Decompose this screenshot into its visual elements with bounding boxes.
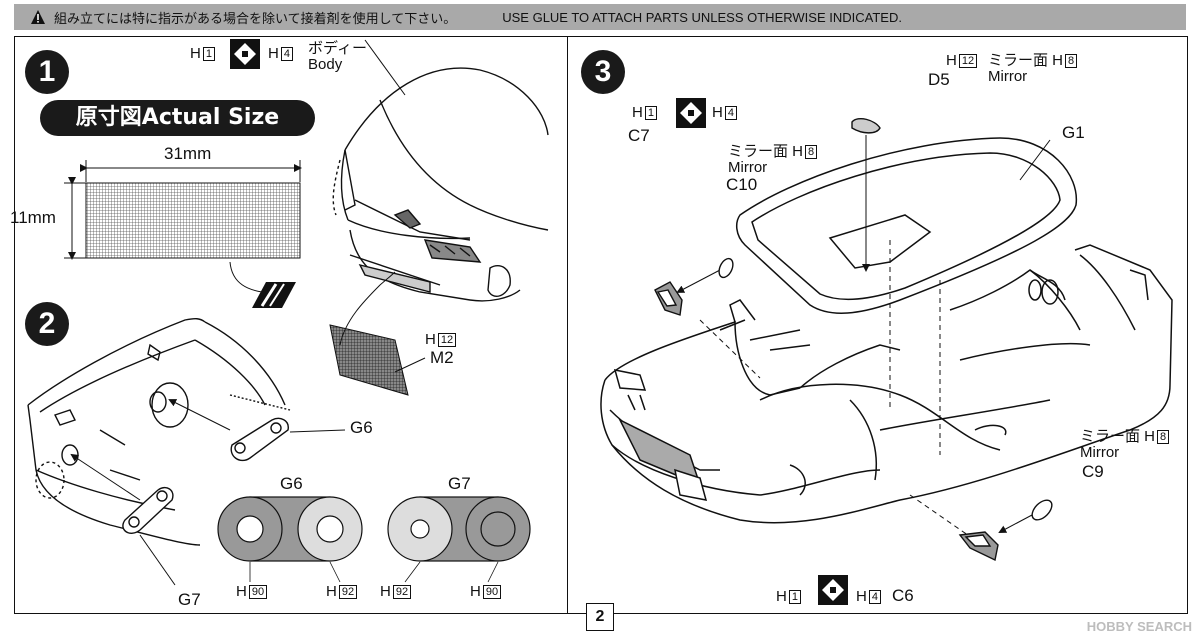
actual-size-mesh	[64, 160, 302, 293]
body-label-jp: ボディー	[308, 39, 367, 57]
step-1-number: 1	[25, 50, 69, 94]
car-front-drawing	[332, 67, 549, 302]
g1-label: G1	[1062, 123, 1085, 142]
c9-arrow	[998, 514, 1033, 533]
step-2-number: 2	[25, 302, 69, 346]
c7-label: C7	[628, 126, 650, 145]
no-glue-icon	[230, 39, 260, 69]
page-number: 2	[586, 603, 614, 631]
c10-arrow	[676, 269, 721, 293]
actual-size-banner: 原寸図Actual Size	[40, 100, 315, 136]
banner-text-en: USE GLUE TO ATTACH PARTS UNLESS OTHERWIS…	[502, 9, 902, 25]
g6-label: G6	[350, 418, 373, 437]
rear-bumper-drawing	[27, 317, 291, 546]
g6-part	[230, 417, 289, 462]
cut-mark-icon	[252, 282, 296, 308]
height-dimension: 11mm	[10, 208, 56, 227]
step-3-number: 3	[581, 50, 625, 94]
c10-label: C10	[726, 175, 758, 194]
body-label-en: Body	[308, 56, 343, 73]
warning-icon	[30, 9, 46, 25]
c9-mirror-en: Mirror	[1080, 444, 1120, 461]
m2-label: M2	[430, 348, 454, 367]
g6-leader	[289, 429, 346, 433]
c9-label: C9	[1082, 462, 1104, 481]
c7-guide	[699, 319, 761, 379]
step-3-panel	[567, 36, 1188, 614]
g7-part	[122, 486, 174, 534]
watermark: HOBBY SEARCH	[1086, 619, 1192, 634]
c10-mirror-en: Mirror	[728, 159, 768, 176]
c9-part	[1031, 499, 1053, 521]
d5-label: D5	[928, 70, 950, 89]
d5-part	[851, 118, 881, 134]
g7-label: G7	[178, 590, 201, 609]
c6-guide	[909, 494, 976, 541]
no-glue-icon	[818, 575, 848, 605]
g6-diagram-title: G6	[280, 474, 303, 493]
body-leader-line	[364, 39, 406, 96]
g6-color-diagram	[217, 496, 363, 583]
g7-color-diagram	[387, 496, 531, 583]
g7-diagram-title: G7	[448, 474, 471, 493]
instruction-banner: 組み立てには特に指示がある場合を除いて接着剤を使用して下さい。 USE GLUE…	[14, 4, 1186, 30]
width-dimension: 31mm	[164, 144, 212, 163]
banner-text-jp: 組み立てには特に指示がある場合を除いて接着剤を使用して下さい。	[54, 11, 457, 27]
c7-part	[654, 281, 683, 316]
d5-mirror-en: Mirror	[988, 68, 1028, 85]
no-glue-icon	[676, 98, 706, 128]
c6-label: C6	[892, 586, 914, 605]
c6-part	[958, 531, 999, 562]
m2-mesh-part	[329, 271, 426, 396]
g1-leader	[1019, 139, 1051, 181]
c10-part	[718, 257, 734, 279]
car-body-drawing	[600, 137, 1173, 524]
g7-leader	[139, 534, 176, 586]
